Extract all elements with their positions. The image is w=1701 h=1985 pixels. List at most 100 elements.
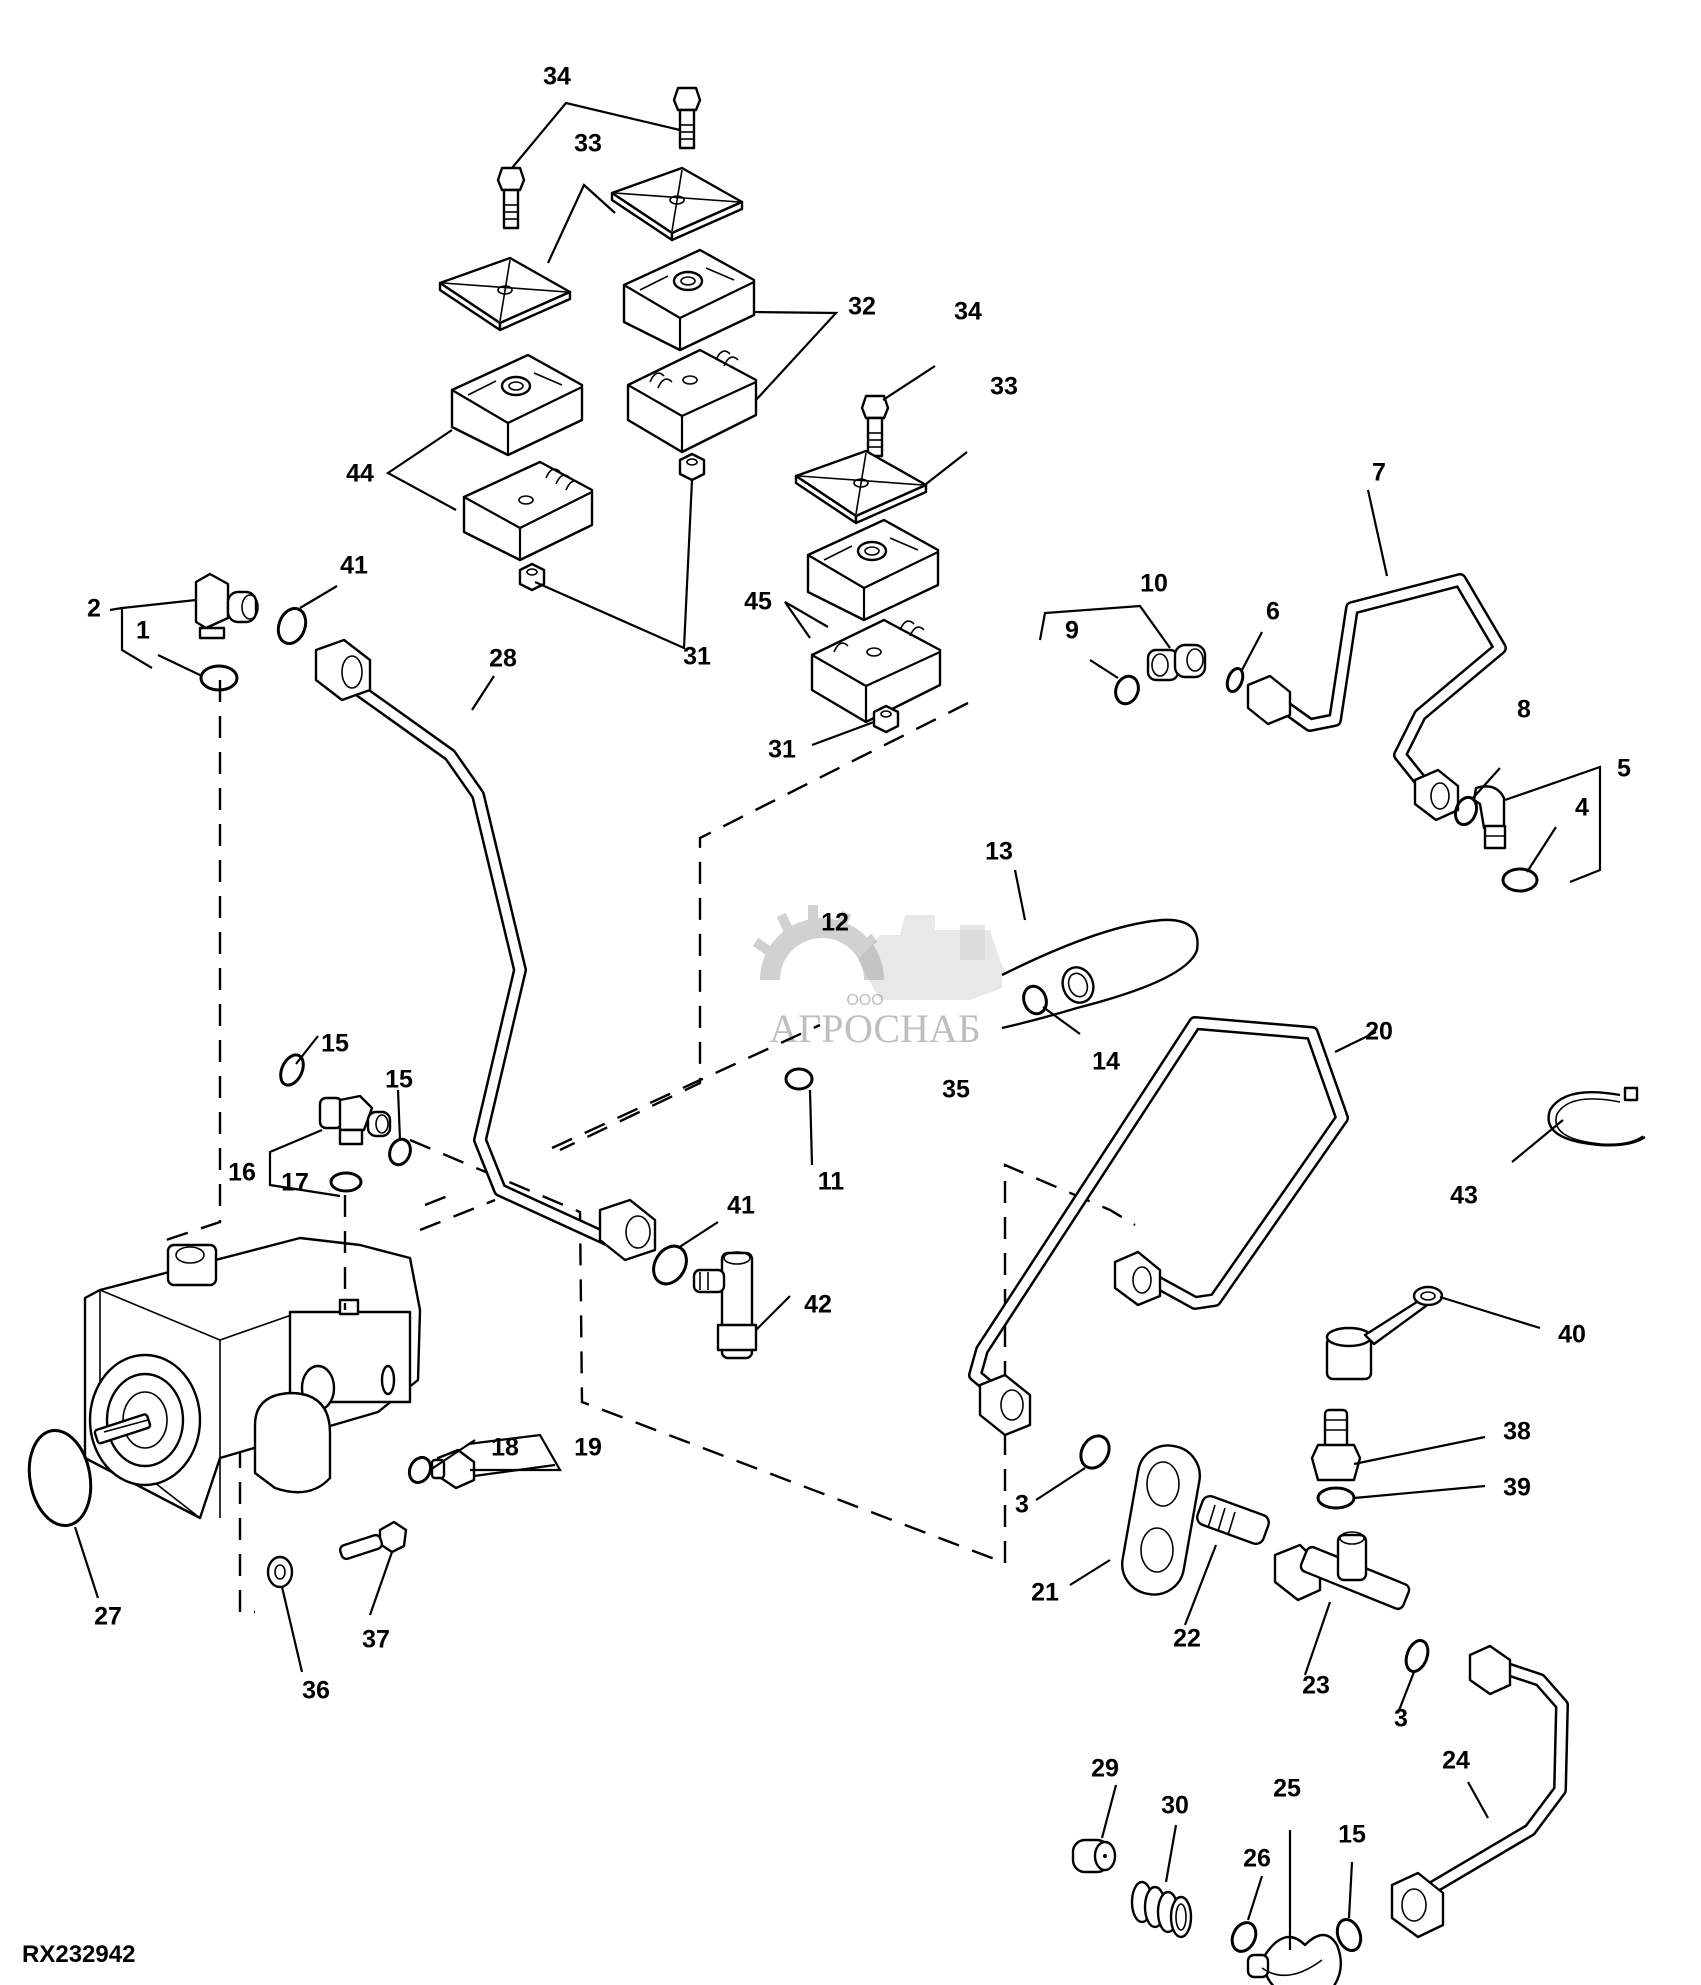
lock-nut-31c [872, 704, 900, 734]
callout-26: 26 [1243, 1845, 1271, 1873]
callout-15: 15 [385, 1066, 413, 1094]
clamp-block-44-lower [462, 460, 594, 562]
o-ring-27 [27, 1428, 93, 1528]
dust-cap-40 [1325, 1285, 1444, 1381]
watermark-prefix: ООО [846, 992, 883, 1009]
band-clamp-43 [1547, 1086, 1646, 1147]
leader-lines [73, 101, 1602, 1950]
callout-32: 32 [848, 293, 876, 321]
callout-43: 43 [1450, 1182, 1478, 1210]
watermark: ООО АГРОСНАБ [752, 905, 1010, 1051]
callout-9: 9 [1065, 617, 1079, 645]
fittings [194, 572, 1646, 1985]
plug-29 [1071, 1838, 1117, 1874]
tube-nut-20-mid [1113, 1250, 1162, 1307]
cover-plate-33c [794, 449, 928, 525]
callout-41: 41 [340, 552, 368, 580]
o-ring-17 [329, 1171, 363, 1193]
test-port-fitting-38 [1310, 1408, 1362, 1482]
o-ring-15-bottom [1335, 1918, 1363, 1952]
callout-7: 7 [1372, 459, 1386, 487]
callout-4: 4 [1575, 794, 1589, 822]
clamp-group [438, 86, 942, 734]
callout-41: 41 [727, 1192, 755, 1220]
o-ring-15-right [388, 1137, 412, 1167]
figure-id: RX232942 [22, 1941, 135, 1968]
callout-31: 31 [683, 643, 711, 671]
clamp-block-45-upper [806, 518, 940, 622]
tube-nut-24-top [1468, 1644, 1512, 1696]
lock-nut-31a [678, 452, 706, 482]
callout-15: 15 [321, 1030, 349, 1058]
callout-33: 33 [990, 373, 1018, 401]
callout-29: 29 [1091, 1755, 1119, 1783]
tube-20 [968, 1016, 1349, 1407]
tube-nut-28-bottom [598, 1198, 657, 1262]
callout-34: 34 [543, 63, 571, 91]
callout-10: 10 [1140, 570, 1168, 598]
callout-labels: 34 33 32 44 31 34 33 45 31 2 1 41 28 10 … [87, 63, 1631, 1873]
hose-13 [1001, 918, 1199, 1030]
callout-36: 36 [302, 1677, 330, 1705]
callout-23: 23 [1302, 1672, 1330, 1700]
tube-nut-20-end [978, 1373, 1032, 1437]
callout-12: 12 [821, 909, 849, 937]
tube-28 [338, 673, 627, 1252]
o-ring-4 [1501, 867, 1539, 893]
callout-6: 6 [1266, 598, 1280, 626]
tube-nut-24-bottom [1390, 1871, 1445, 1939]
tee-fitting-16 [318, 1094, 392, 1146]
o-ring-26 [1230, 1921, 1258, 1953]
o-ring-1 [199, 664, 239, 692]
callout-1: 1 [136, 617, 150, 645]
callout-38: 38 [1503, 1418, 1531, 1446]
hydraulic-pump [83, 1195, 422, 1520]
callout-8: 8 [1517, 696, 1531, 724]
o-rings [27, 607, 1539, 1953]
tube-nut-7-right [1413, 768, 1460, 822]
callout-31: 31 [768, 736, 796, 764]
o-ring-14 [1022, 984, 1048, 1016]
callout-3: 3 [1394, 1705, 1408, 1733]
callout-19: 19 [574, 1434, 602, 1462]
o-ring-39 [1316, 1486, 1356, 1510]
callout-20: 20 [1365, 1018, 1393, 1046]
clamp-block-32-upper [622, 248, 756, 352]
callout-3: 3 [1015, 1491, 1029, 1519]
callout-39: 39 [1503, 1474, 1531, 1502]
tube-24 [1413, 1658, 1569, 1902]
cap-screw-34a [496, 166, 526, 230]
watermark-brand: АГРОСНАБ [769, 1006, 981, 1051]
cap-screw-34c [860, 394, 890, 458]
o-ring-11 [784, 1067, 814, 1091]
callout-11: 11 [818, 1168, 845, 1196]
callout-30: 30 [1161, 1792, 1189, 1820]
spring-30 [1130, 1880, 1193, 1939]
tube-nuts [314, 638, 1512, 1939]
o-ring-6 [1225, 666, 1245, 694]
callout-45: 45 [744, 588, 772, 616]
o-ring-18 [407, 1455, 433, 1485]
gear-logo-icon [752, 905, 884, 980]
adapter-fitting-22 [1196, 1494, 1270, 1546]
callout-18: 18 [491, 1434, 519, 1462]
callout-42: 42 [804, 1291, 832, 1319]
harvester-logo-icon [858, 915, 1010, 1000]
callout-40: 40 [1558, 1321, 1586, 1349]
o-ring-9 [1114, 674, 1140, 706]
callout-2: 2 [87, 595, 101, 623]
callout-28: 28 [489, 645, 517, 673]
callout-14: 14 [1092, 1048, 1120, 1076]
mounting-plate-21 [1121, 1444, 1201, 1596]
callout-33: 33 [574, 130, 602, 158]
callout-44: 44 [346, 460, 374, 488]
callout-35: 35 [942, 1076, 970, 1104]
elbow-fitting-2 [194, 572, 259, 640]
callout-21: 21 [1031, 1579, 1059, 1607]
callout-34: 34 [954, 298, 982, 326]
callout-22: 22 [1173, 1625, 1201, 1653]
tubes [338, 573, 1569, 1902]
cover-plate-33b [610, 166, 744, 242]
callout-25: 25 [1273, 1775, 1301, 1803]
